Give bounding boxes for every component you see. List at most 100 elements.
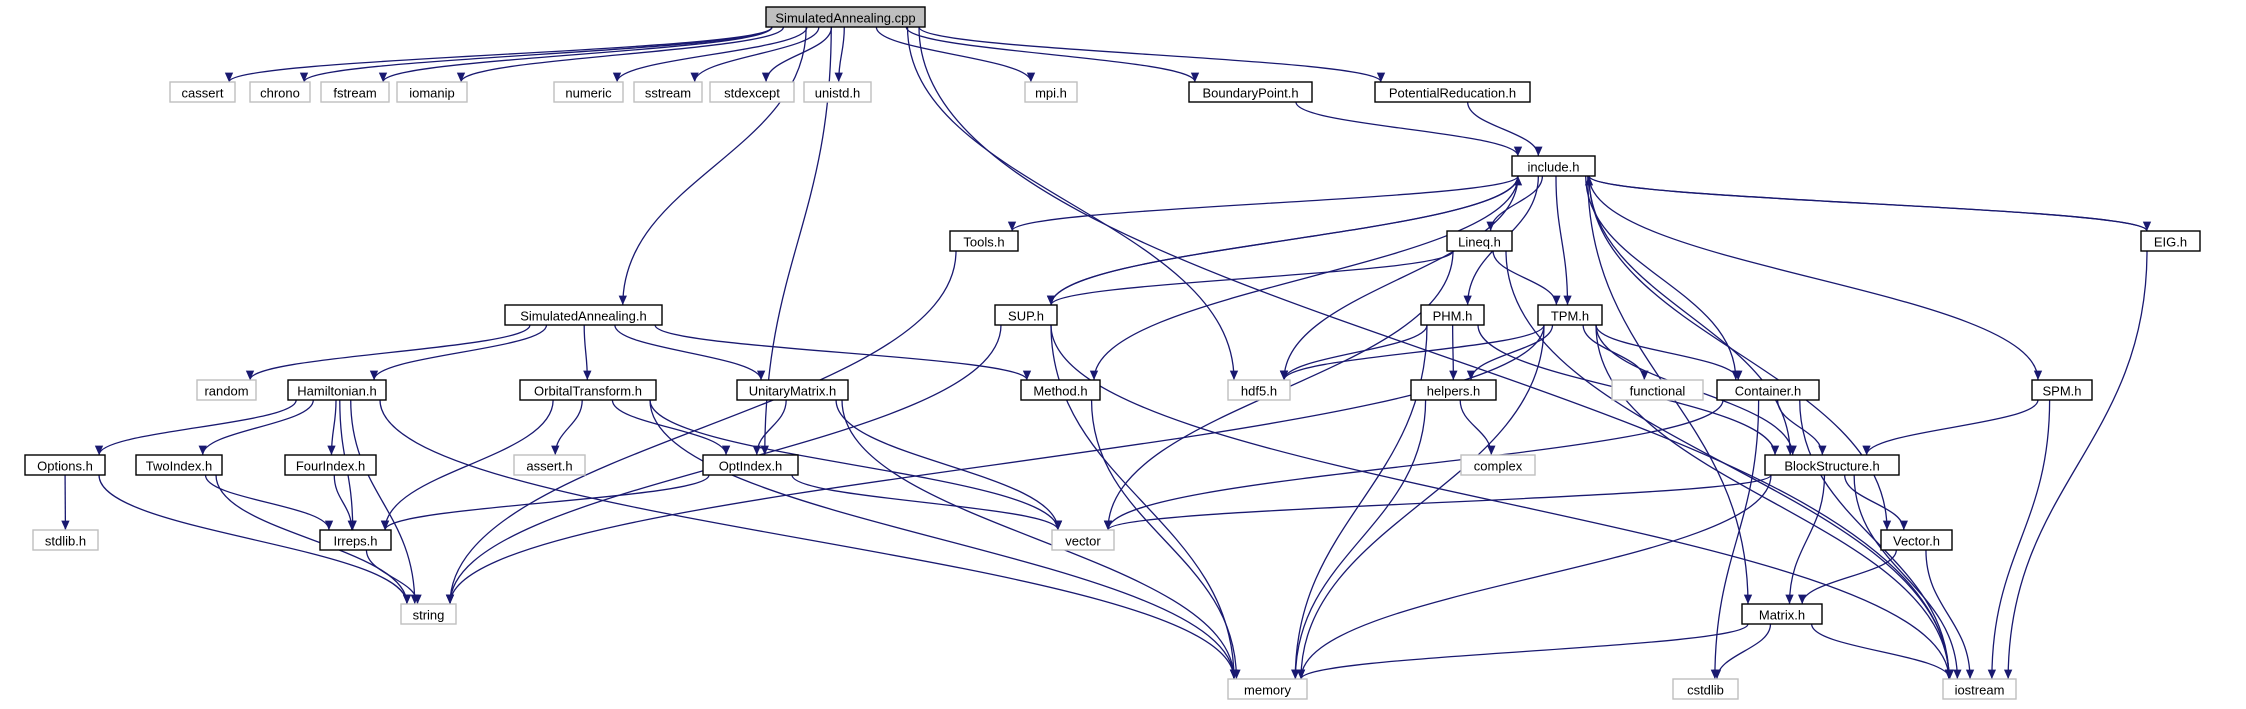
node-label: cstdlib: [1687, 683, 1724, 698]
edge-tpm-h-to-iostream: [1595, 324, 1954, 680]
node-label: memory: [1244, 683, 1291, 698]
edge-simulatedannealing-h-to-hamiltonian-h: [369, 324, 548, 381]
node-unitarymatrix-h[interactable]: UnitaryMatrix.h: [736, 379, 849, 401]
node-box: [1741, 603, 1823, 625]
node-random: random: [196, 379, 257, 401]
node-label: numeric: [565, 86, 612, 101]
node-box: [1420, 304, 1485, 326]
edge-eig-h-to-iostream: [2003, 250, 2148, 680]
node-vector: vector: [1051, 529, 1115, 551]
node-assert-h: assert.h: [513, 454, 586, 476]
node-label: Options.h: [37, 459, 93, 474]
edge-simulatedannealing-cpp-to-potentialreducation-h: [918, 26, 1385, 83]
node-options-h[interactable]: Options.h: [24, 454, 106, 476]
edge-matrix-h-to-cstdlib: [1712, 623, 1772, 680]
node-box: [1227, 379, 1291, 401]
edge-spm-h-to-blockstructure-h: [1862, 399, 2039, 456]
node-label: stdexcept: [724, 86, 780, 101]
node-spm-h[interactable]: SPM.h: [2031, 379, 2093, 401]
dependency-edges: [61, 26, 2151, 680]
edge-orbitaltransform-h-to-assert-h: [551, 399, 583, 456]
node-boundarypoint-h[interactable]: BoundaryPoint.h: [1188, 81, 1313, 103]
node-label: Tools.h: [963, 235, 1004, 250]
node-box: [1764, 454, 1900, 476]
node-potentialreducation-h[interactable]: PotentialReducation.h: [1374, 81, 1531, 103]
node-optindex-h[interactable]: OptIndex.h: [702, 454, 799, 476]
edge-blockstructure-h-to-matrix-h: [1785, 474, 1826, 605]
node-simulatedannealing-h[interactable]: SimulatedAnnealing.h: [504, 304, 663, 326]
node-label: random: [204, 384, 248, 399]
node-twoindex-h[interactable]: TwoIndex.h: [135, 454, 223, 476]
edge-boundarypoint-h-to-include-h: [1295, 101, 1523, 157]
node-tpm-h[interactable]: TPM.h: [1537, 304, 1603, 326]
node-fourindex-h[interactable]: FourIndex.h: [284, 454, 377, 476]
node-label: SUP.h: [1008, 309, 1044, 324]
node-complex: complex: [1460, 454, 1536, 476]
node-box: [2140, 230, 2201, 252]
edge-method-h-to-memory: [1090, 399, 1241, 680]
node-hamiltonian-h[interactable]: Hamiltonian.h: [287, 379, 387, 401]
node-box: [1942, 678, 2017, 700]
node-tools-h[interactable]: Tools.h: [949, 230, 1019, 252]
node-functional: functional: [1611, 379, 1704, 401]
node-memory: memory: [1227, 678, 1308, 700]
node-label: hdf5.h: [1241, 384, 1277, 399]
edge-fourindex-h-to-irreps-h: [333, 474, 356, 531]
edge-orbitaltransform-h-to-optindex-h: [611, 399, 731, 456]
node-label: Matrix.h: [1759, 608, 1805, 623]
edge-optindex-h-to-vector: [791, 474, 1063, 531]
node-label: Hamiltonian.h: [297, 384, 377, 399]
edge-lineq-h-to-iostream: [1505, 250, 1954, 680]
edge-tpm-h-to-container-h: [1595, 324, 1743, 381]
node-label: OrbitalTransform.h: [534, 384, 642, 399]
edge-include-h-to-tools-h: [1008, 175, 1519, 232]
node-phm-h[interactable]: PHM.h: [1420, 304, 1485, 326]
node-include-h[interactable]: include.h: [1511, 155, 1596, 177]
node-label: complex: [1474, 459, 1523, 474]
edge-twoindex-h-to-irreps-h: [204, 474, 334, 531]
edge-unitarymatrix-h-to-memory: [841, 399, 1239, 680]
node-box: [1511, 155, 1596, 177]
node-orbitaltransform-h[interactable]: OrbitalTransform.h: [519, 379, 657, 401]
node-label: Irreps.h: [333, 534, 377, 549]
edge-tpm-h-to-helpers-h: [1466, 324, 1554, 381]
node-container-h[interactable]: Container.h: [1716, 379, 1820, 401]
node-label: include.h: [1527, 160, 1579, 175]
node-vector-h[interactable]: Vector.h: [1880, 529, 1953, 551]
node-helpers-h[interactable]: helpers.h: [1410, 379, 1497, 401]
node-box: [287, 379, 387, 401]
edge-include-h-to-spm-h: [1588, 175, 2043, 381]
node-label: chrono: [260, 86, 300, 101]
node-label: SPM.h: [2042, 384, 2081, 399]
edge-container-h-to-blockstructure-h: [1776, 399, 1827, 456]
node-box: [196, 379, 257, 401]
node-simulatedannealing-cpp[interactable]: SimulatedAnnealing.cpp: [765, 6, 926, 28]
node-box: [1024, 81, 1078, 103]
node-box: [803, 81, 872, 103]
edge-blockstructure-h-to-vector: [1104, 474, 1772, 531]
edge-twoindex-h-to-string: [215, 474, 412, 605]
edge-spm-h-to-iostream: [1987, 399, 2051, 680]
node-label: BlockStructure.h: [1784, 459, 1879, 474]
edge-helpers-h-to-memory: [1291, 399, 1427, 680]
node-eig-h[interactable]: EIG.h: [2140, 230, 2201, 252]
node-matrix-h[interactable]: Matrix.h: [1741, 603, 1823, 625]
edge-options-h-to-string: [98, 474, 412, 605]
node-box: [284, 454, 377, 476]
edge-simulatedannealing-cpp-to-simulatedannealing-h: [618, 26, 807, 306]
node-box: [702, 454, 799, 476]
node-method-h[interactable]: Method.h: [1020, 379, 1101, 401]
node-iomanip: iomanip: [396, 81, 468, 103]
node-blockstructure-h[interactable]: BlockStructure.h: [1764, 454, 1900, 476]
node-hdf5-h: hdf5.h: [1227, 379, 1291, 401]
node-box: [400, 603, 457, 625]
node-box: [633, 81, 703, 103]
node-irreps-h[interactable]: Irreps.h: [319, 529, 392, 551]
edge-hamiltonian-h-to-options-h: [94, 399, 297, 456]
edge-orbitaltransform-h-to-vector: [649, 399, 1063, 531]
node-lineq-h[interactable]: Lineq.h: [1446, 230, 1513, 252]
node-box: [949, 230, 1019, 252]
edge-vector-h-to-matrix-h: [1798, 549, 1897, 605]
node-sup-h[interactable]: SUP.h: [994, 304, 1058, 326]
